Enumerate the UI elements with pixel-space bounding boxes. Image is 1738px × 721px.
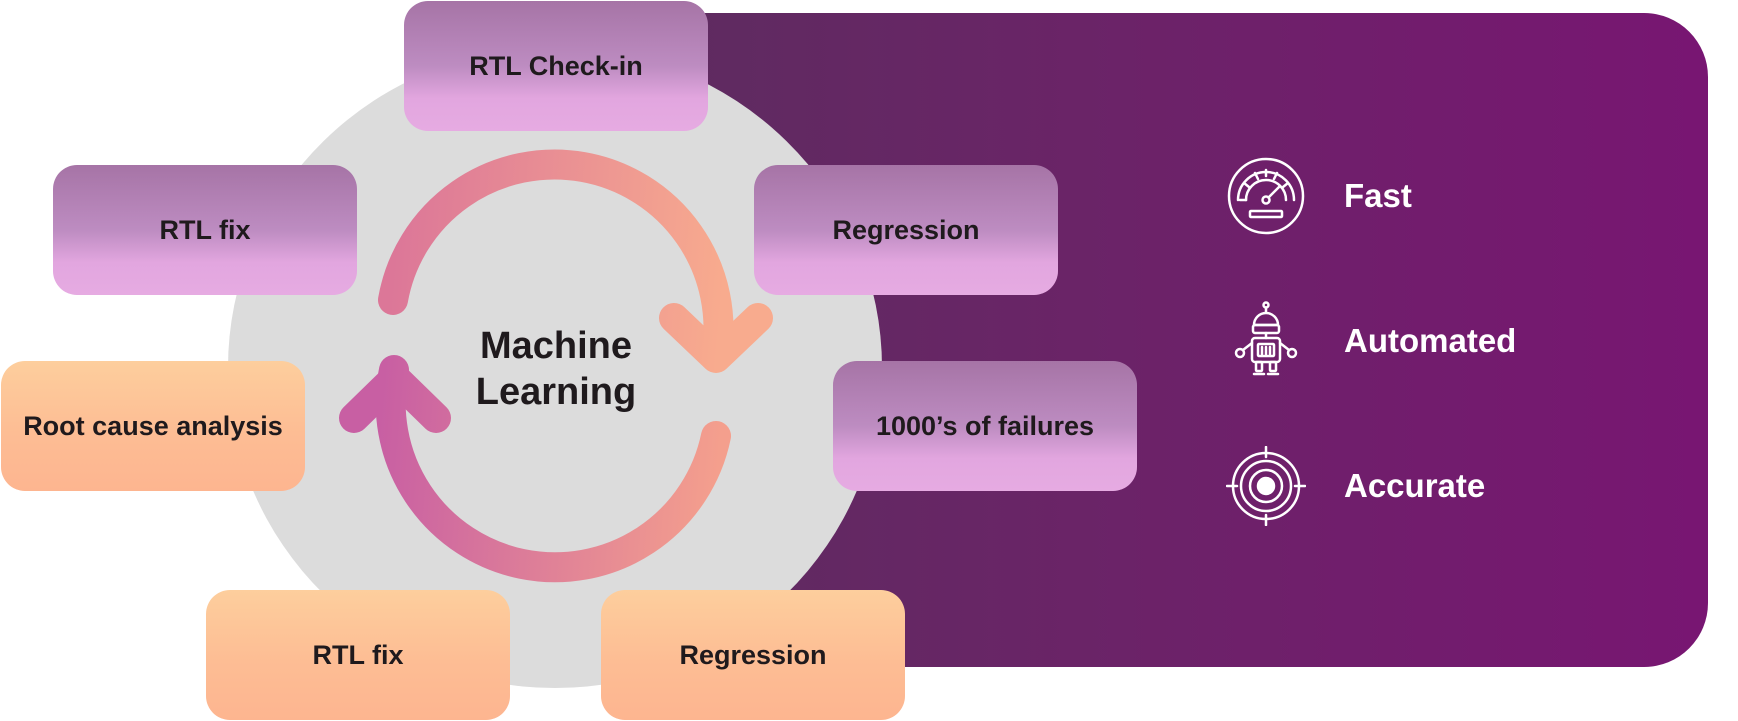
speedometer-icon xyxy=(1227,157,1305,235)
step-rtl-fix-bottom: RTL fix xyxy=(206,590,510,720)
step-regression-top: Regression xyxy=(754,165,1058,295)
center-title-line2: Learning xyxy=(475,371,637,413)
center-title-line1: Machine xyxy=(479,325,633,367)
target-icon xyxy=(1226,446,1306,526)
bottom-cycle-arrow xyxy=(339,355,731,583)
center-title: Machine Learning xyxy=(400,323,712,415)
feature-automated-label: Automated xyxy=(1344,322,1517,359)
step-rtl-check-in: RTL Check-in xyxy=(404,1,708,131)
step-rtl-fix-top: RTL fix xyxy=(53,165,357,295)
step-root-cause-analysis: Root cause analysis xyxy=(1,361,305,491)
feature-fast: Fast xyxy=(1226,156,1412,236)
feature-accurate: Accurate xyxy=(1226,446,1485,526)
feature-fast-label: Fast xyxy=(1344,177,1412,214)
feature-automated: Automated xyxy=(1226,301,1516,381)
feature-accurate-label: Accurate xyxy=(1344,467,1486,504)
step-regression-bottom: Regression xyxy=(601,590,905,720)
robot-icon xyxy=(1234,301,1298,376)
step-failures: 1000’s of failures xyxy=(833,361,1137,491)
top-cycle-arrow xyxy=(378,149,773,373)
